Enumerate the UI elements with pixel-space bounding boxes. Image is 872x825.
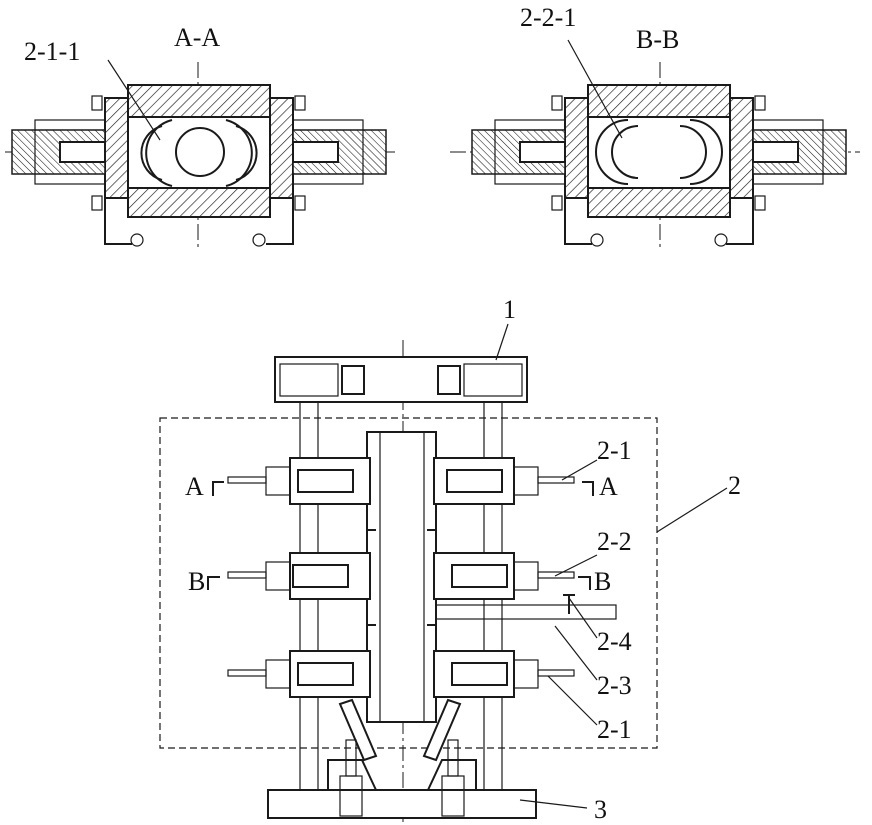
part-1-label: 1 — [503, 295, 516, 324]
main-assembly — [159, 323, 728, 825]
section-aa-label: A-A — [174, 23, 220, 52]
part-2-2-1-label: 2-2-1 — [520, 3, 576, 32]
mark-a-right: A — [599, 472, 618, 501]
part-3-label: 3 — [594, 795, 607, 824]
part-2-4-label: 2-4 — [597, 627, 632, 656]
part-2-3-label: 2-3 — [597, 671, 632, 700]
part-2-label: 2 — [728, 471, 741, 500]
part-2-1-bottom-label: 2-1 — [597, 715, 632, 744]
section-bb-label: B-B — [636, 25, 679, 54]
part-2-1-1-label: 2-1-1 — [24, 37, 80, 66]
mark-a-left: A — [185, 472, 204, 501]
section-aa-view — [5, 59, 395, 248]
mark-b-left: B — [188, 567, 205, 596]
section-bb-view — [450, 39, 860, 248]
mark-b-right: B — [594, 567, 611, 596]
part-2-1-top-label: 2-1 — [597, 436, 632, 465]
part-2-2-label: 2-2 — [597, 527, 632, 556]
